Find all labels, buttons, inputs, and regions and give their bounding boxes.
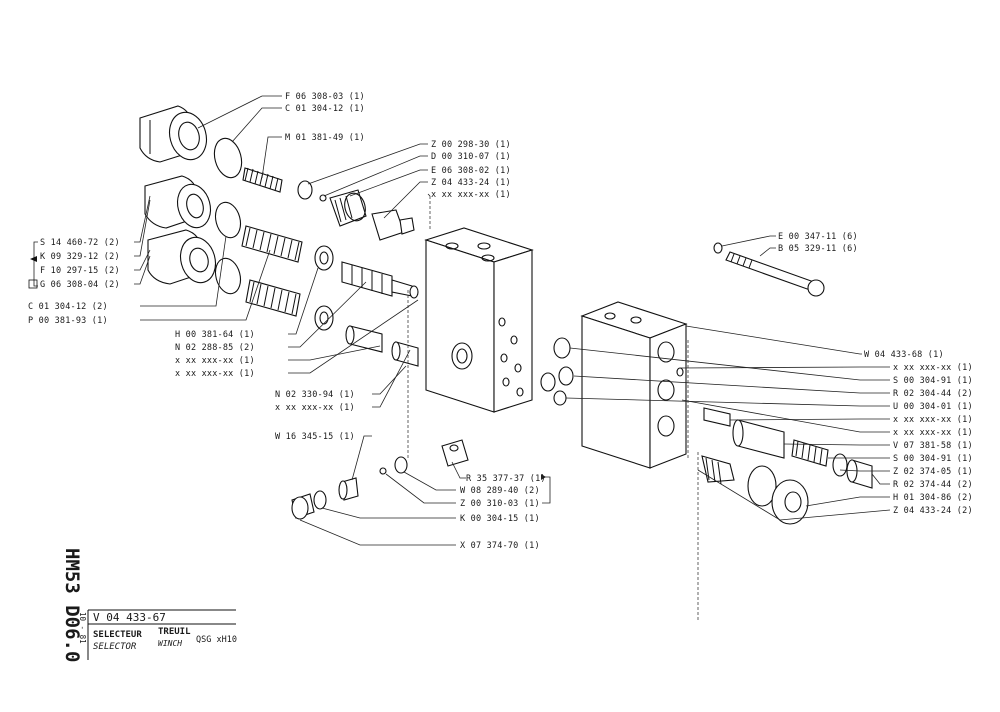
label-s00-304-91-b: S 00 304-91 (1) — [893, 454, 973, 464]
small-plug — [297, 180, 313, 200]
label-xxx-r3: x xx xxx-xx (1) — [893, 428, 973, 438]
label-e06-308-02: E 06 308-02 (1) — [431, 166, 511, 176]
label-f06-308-03: F 06 308-03 (1) — [285, 92, 365, 102]
small-body-r35 — [441, 439, 469, 467]
label-h01-304-86: H 01 304-86 (2) — [893, 493, 973, 503]
spring-low — [245, 279, 301, 317]
label-k09-329-12: K 09 329-12 (2) — [40, 252, 120, 262]
reference-number: V 04 433-67 — [93, 611, 166, 624]
ball-small — [319, 194, 327, 202]
label-n02-288-85: N 02 288-85 (2) — [175, 343, 255, 353]
label-xxx-c1: x xx xxx-xx (1) — [175, 356, 255, 366]
label-c01-304-12-1: C 01 304-12 (1) — [285, 104, 365, 114]
fitting-left-2 — [147, 229, 217, 285]
label-r02-304-44: R 02 304-44 (2) — [893, 389, 973, 399]
valve-cartridge-top — [371, 209, 415, 241]
plug-large — [771, 479, 809, 525]
label-p00-381-93: P 00 381-93 (1) — [28, 316, 108, 326]
plug-right — [846, 459, 873, 489]
piston-1 — [345, 325, 383, 353]
box-marker — [28, 279, 38, 289]
label-xxx-r2: x xx xxx-xx (1) — [893, 415, 973, 425]
drawing-code-vertical: HM53 D06.0 — [61, 548, 83, 662]
label-v07-381-58: V 07 381-58 (1) — [893, 441, 973, 451]
label-x07-374-70: X 07 374-70 (1) — [460, 541, 540, 551]
o-ring-2a — [214, 201, 242, 239]
date-vertical: 10 - 81 — [78, 612, 87, 644]
labels: F 06 308-03 (1) C 01 304-12 (1) M 01 381… — [28, 92, 973, 551]
label-xxx-r1: x xx xxx-xx (1) — [893, 363, 973, 373]
label-s14-460-72: S 14 460-72 (2) — [40, 238, 120, 248]
label-b05-329-11: B 05 329-11 (6) — [778, 244, 858, 254]
label-r35-377-37: R 35 377-37 (1) — [466, 474, 546, 484]
name-en-2: WINCH — [158, 639, 182, 648]
label-m01-381-49: M 01 381-49 (1) — [285, 133, 365, 143]
label-z00-298-30: Z 00 298-30 (1) — [431, 140, 511, 150]
label-xxx-c2: x xx xxx-xx (1) — [175, 369, 255, 379]
valve-block-main — [424, 227, 534, 413]
label-r02-374-44: R 02 374-44 (2) — [893, 480, 973, 490]
model: QSG xH10 — [196, 635, 237, 645]
washer-1 — [314, 245, 334, 271]
o-ring-2b — [214, 257, 242, 295]
valve-seat-w16 — [338, 477, 359, 501]
o-ring-c — [558, 366, 574, 386]
label-z04-433-24: Z 04 433-24 (1) — [431, 178, 511, 188]
piston-2 — [391, 341, 419, 367]
o-ring-k00 — [313, 490, 327, 510]
leader-lines — [33, 95, 891, 546]
long-bolt — [713, 242, 825, 297]
parts-illustration — [139, 105, 873, 620]
nut-w08 — [394, 456, 408, 474]
spool — [341, 261, 419, 299]
valve-block-second — [580, 301, 688, 469]
o-ring-d — [553, 390, 567, 406]
label-u00-304-01: U 00 304-01 (1) — [893, 402, 973, 412]
fitting-top-left — [139, 105, 208, 163]
name-fr: SELECTEUR — [93, 630, 142, 640]
washer-e — [713, 242, 723, 254]
spring-right — [791, 439, 829, 467]
name-fr-2: TREUIL — [158, 627, 191, 637]
name-en: SELECTOR — [93, 642, 137, 652]
plug-x07 — [291, 493, 315, 520]
o-ring-bottom-right — [747, 465, 777, 507]
label-e00-347-11: E 00 347-11 (6) — [778, 232, 858, 242]
threaded-nut — [329, 189, 367, 227]
o-ring-b — [540, 372, 556, 392]
label-xxx-top: x xx xxx-xx (1) — [431, 190, 511, 200]
label-w04-433-68: W 04 433-68 (1) — [864, 350, 944, 360]
label-g06-308-04: G 06 308-04 (2) — [40, 280, 120, 290]
label-h00-381-64: H 00 381-64 (1) — [175, 330, 255, 340]
small-sleeve — [703, 407, 731, 427]
label-d00-310-07: D 00 310-07 (1) — [431, 152, 511, 162]
cartridge-bottom-right — [701, 455, 735, 485]
label-w16-345-15: W 16 345-15 (1) — [275, 432, 355, 442]
label-w08-289-40: W 08 289-40 (2) — [460, 486, 540, 496]
label-s00-304-91-a: S 00 304-91 (1) — [893, 376, 973, 386]
long-piston-right — [732, 419, 785, 459]
spring-mid — [241, 225, 303, 263]
ball-z00 — [379, 467, 387, 475]
title-block: HM53 D06.0 10 - 81 V 04 433-67 SELECTEUR… — [61, 548, 237, 662]
o-ring-right — [832, 453, 848, 477]
label-c01-304-12-2: C 01 304-12 (2) — [28, 302, 108, 312]
label-xxx-c3: x xx xxx-xx (1) — [275, 403, 355, 413]
label-f10-297-15: F 10 297-15 (2) — [40, 266, 120, 276]
spring-top — [242, 167, 283, 193]
label-k00-304-15: K 00 304-15 (1) — [460, 514, 540, 524]
label-z04-433-24-2: Z 04 433-24 (2) — [893, 506, 973, 516]
o-ring-a — [553, 337, 571, 359]
label-z02-374-05: Z 02 374-05 (1) — [893, 467, 973, 477]
washer-2 — [314, 305, 334, 331]
fitting-left-1 — [144, 175, 212, 229]
label-z00-310-03: Z 00 310-03 (1) — [460, 499, 540, 509]
o-ring-1 — [213, 137, 243, 179]
label-n02-330-94: N 02 330-94 (1) — [275, 390, 355, 400]
arrow-marker — [30, 256, 37, 262]
